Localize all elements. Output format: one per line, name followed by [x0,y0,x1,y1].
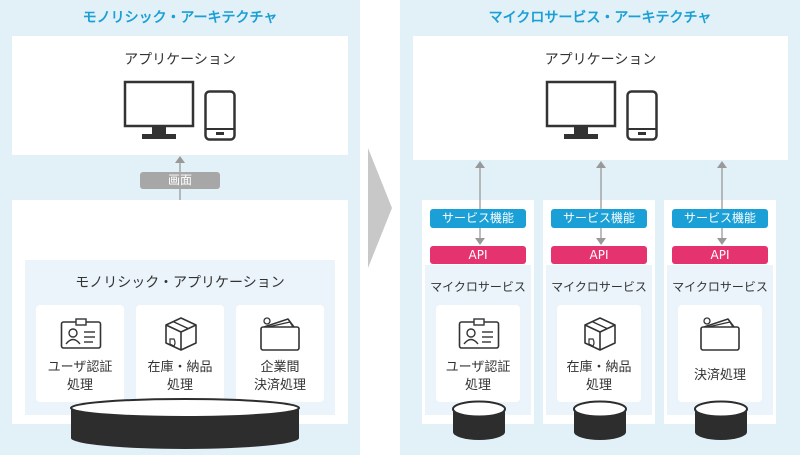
package-icon [584,317,616,351]
module-inventory-line2: 処理 [166,378,193,393]
shared-database-icon [70,398,300,449]
service-feature-badge-2: サービス機能 [551,209,647,228]
monolith-inner-title: モノリシック・アプリケーション [75,275,285,291]
database-icon-1 [452,400,506,440]
service-card-auth: ユーザ認証 処理 [436,305,520,402]
service-connector-arrow-3 [717,161,727,245]
module-payment-line2: 決済処理 [253,378,306,393]
service-auth-line2: 処理 [464,378,491,393]
service-payment-line1: 決済処理 [693,368,746,383]
api-badge-3: API [672,246,768,264]
module-payment-line1: 企業間 [260,360,300,375]
monolith-title: モノリシック・アーキテクチャ [82,10,278,26]
module-card-inventory: 在庫・納品 処理 [136,305,224,402]
wallet-icon [700,317,740,351]
service-feature-badge-3: サービス機能 [672,209,768,228]
micro-app-label: アプリケーション [544,52,657,68]
service-card-inventory: 在庫・納品 処理 [557,305,641,402]
transition-arrow-icon [368,148,392,268]
id-card-icon [60,318,102,349]
module-auth-line2: 処理 [66,378,93,393]
microservice-label-3: マイクロサービス [672,280,768,294]
service-card-payment: 決済処理 [678,305,762,402]
monitor-icon [123,80,195,139]
microservices-title: マイクロサービス・アーキテクチャ [488,10,712,26]
monitor-icon [545,80,617,139]
package-icon [165,317,197,351]
service-connector-arrow-1 [475,161,485,245]
smartphone-icon [626,90,658,141]
service-inventory-line1: 在庫・納品 [566,360,632,375]
service-connector-arrow-2 [596,161,606,245]
module-auth-line1: ユーザ認証 [47,360,113,375]
monolith-app-label: アプリケーション [124,52,236,68]
service-inventory-line2: 処理 [585,378,612,393]
database-icon-3 [694,400,748,440]
api-badge-2: API [551,246,647,264]
module-inventory-line1: 在庫・納品 [147,360,213,375]
service-auth-line1: ユーザ認証 [445,360,511,375]
service-feature-badge-1: サービス機能 [430,209,526,228]
module-card-payment: 企業間 決済処理 [236,305,324,402]
wallet-icon [260,317,300,351]
microservice-label-2: マイクロサービス [551,280,647,294]
screen-badge: 画面 [140,172,220,189]
smartphone-icon [204,90,236,141]
id-card-icon [458,318,500,349]
database-icon-2 [573,400,627,440]
microservice-label-1: マイクロサービス [430,280,526,294]
module-card-auth: ユーザ認証 処理 [36,305,124,402]
api-badge-1: API [430,246,526,264]
